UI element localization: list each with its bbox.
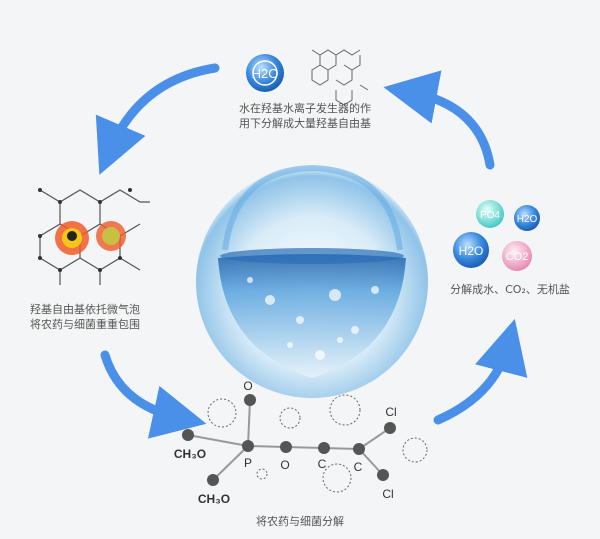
hydroxyl-network-icon	[311, 49, 369, 106]
svg-text:PO4: PO4	[480, 210, 500, 221]
atom-cl-top: Cl	[385, 405, 396, 419]
svg-text:H2O: H2O	[517, 214, 538, 225]
arrow-bottom-right	[433, 318, 528, 425]
cycle-arrows	[95, 63, 528, 439]
water-sphere	[196, 164, 428, 398]
left-network-icon	[38, 188, 150, 285]
atom-c1: C	[318, 457, 327, 471]
bacteria-icon	[96, 221, 126, 251]
atom-o: O	[280, 458, 289, 472]
atom-cl-bottom: Cl	[382, 487, 393, 501]
products-bubbles: PO4 H2O H2O CO2	[453, 200, 540, 271]
h2o-small-bubble: H2O	[514, 205, 540, 231]
bottom-caption: 将农药与细菌分解	[256, 515, 344, 528]
po4-bubble: PO4	[476, 200, 504, 228]
h2o-large-bubble: H2O	[453, 232, 489, 268]
virus-skull-icon	[55, 221, 89, 255]
atom-c2: C	[354, 460, 363, 474]
co2-bubble: CO2	[502, 241, 532, 271]
top-caption: 水在羟基水离子发生器的作 用下分解成大量羟基自由基	[239, 102, 371, 130]
arrow-top-right	[383, 70, 495, 170]
left-caption: 羟基自由基依托微气泡 将农药与细菌重重包围	[30, 303, 140, 331]
atom-p: P	[244, 456, 252, 470]
pesticide-molecule: O CH₃O P O C C Cl Cl CH₃O	[174, 379, 428, 506]
svg-text:CO2: CO2	[506, 251, 529, 263]
atom-o-top: O	[243, 379, 252, 393]
arrow-left-bottom	[100, 350, 207, 439]
svg-text:H2O: H2O	[459, 244, 484, 258]
atom-ch3o-bottom: CH₃O	[198, 492, 230, 506]
h2o-label: H2O	[252, 66, 279, 81]
top-h2o-bubble: H2O	[246, 54, 284, 92]
right-caption: 分解成水、CO₂、无机盐	[450, 283, 570, 296]
atom-ch3o-left: CH₃O	[174, 447, 206, 461]
arrow-top-left	[95, 63, 220, 175]
